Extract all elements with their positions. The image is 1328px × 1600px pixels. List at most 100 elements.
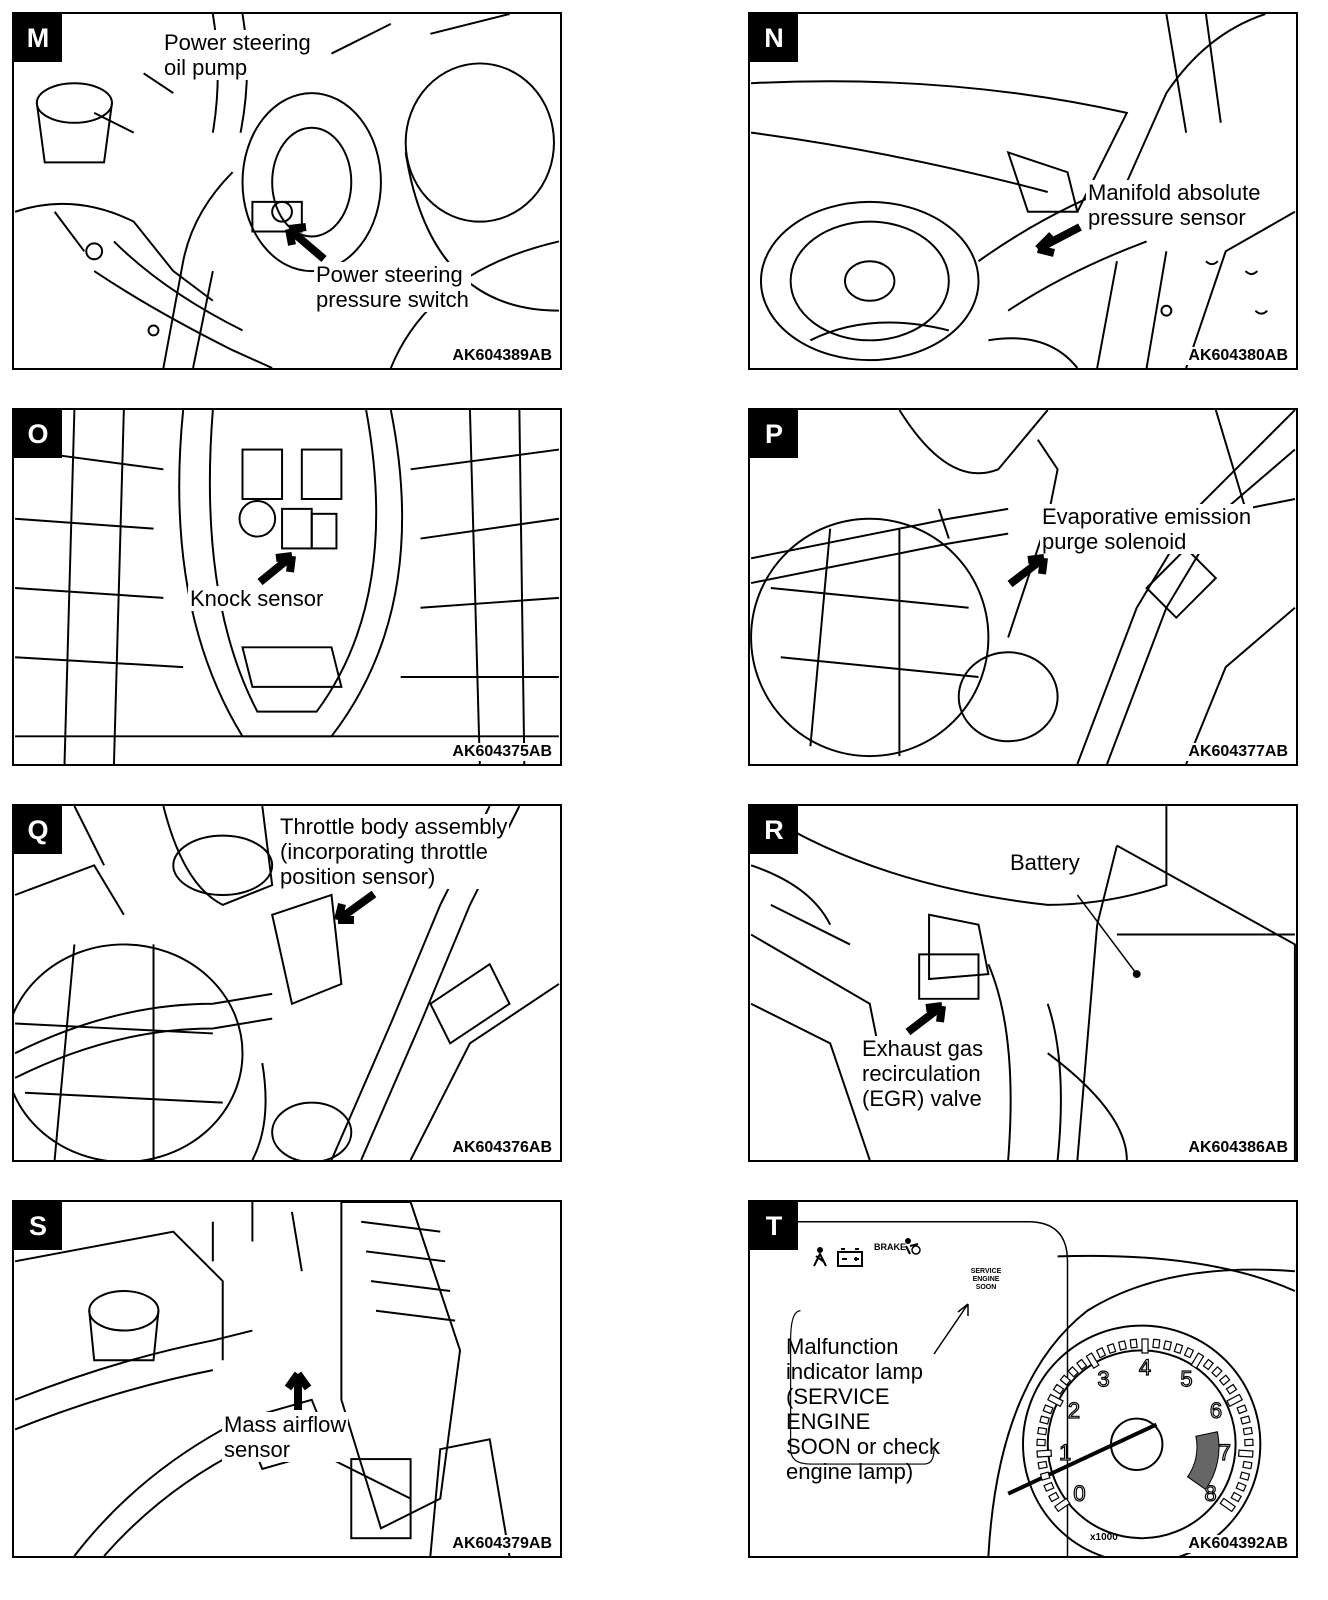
gauge-tick	[1239, 1471, 1251, 1481]
pointer-arrow-icon	[1007, 554, 1048, 588]
gauge-tick	[1052, 1383, 1065, 1395]
callout-line: Malfunction	[786, 1334, 899, 1359]
callout-power-steering-pressure-switch: Power steering pressure switch	[314, 262, 471, 312]
callout-line: Power steering	[316, 262, 463, 287]
callout-line: sensor	[224, 1437, 291, 1462]
panel-o: O Knock sensor AK604375AB	[12, 408, 562, 766]
panel-letter: P	[750, 410, 798, 458]
gauge-tick	[1129, 1338, 1138, 1349]
gauge-tick	[1173, 1343, 1184, 1355]
gauge-number: 3	[1097, 1367, 1109, 1392]
callout-knock-sensor: Knock sensor	[188, 586, 326, 611]
gauge-tick	[1043, 1481, 1055, 1492]
callout-line: (incorporating throttle	[280, 839, 488, 864]
callout-line: Exhaust gas	[862, 1036, 984, 1061]
callout-line: Mass airflow	[224, 1412, 347, 1437]
panel-letter: O	[14, 410, 62, 458]
gauge-tick	[1236, 1404, 1248, 1415]
panel-letter: S	[14, 1202, 62, 1250]
gauge-tick	[1067, 1366, 1079, 1378]
panel-n: N Manifold absolute pressure sensor AK60…	[748, 12, 1298, 370]
panel-letter: R	[750, 806, 798, 854]
callout-egr-valve: Exhaust gas recirculation (EGR) valve	[860, 1036, 986, 1111]
gauge-tick	[1037, 1426, 1048, 1436]
panel-s: S Mass airflow sensor AK604379AB	[12, 1200, 562, 1558]
gauge-tick	[1106, 1343, 1117, 1355]
callout-power-steering-oil-pump: Power steering oil pump	[162, 30, 313, 80]
panel-letter: T	[750, 1202, 798, 1250]
gauge-tick	[1235, 1481, 1247, 1492]
gauge-redline-zone	[1186, 1431, 1220, 1491]
leader-line	[933, 1303, 969, 1355]
gauge-tick	[1218, 1374, 1231, 1386]
figure-code: AK604375AB	[450, 743, 554, 761]
callout-throttle-body: Throttle body assembly (incorporating th…	[278, 814, 510, 889]
gauge-tick	[1095, 1347, 1107, 1359]
callout-line: Evaporative emission	[1042, 504, 1252, 529]
brake-indicator: BRAKE	[874, 1242, 907, 1252]
gauge-number: 0	[1073, 1481, 1085, 1506]
pointer-arrow-icon	[284, 1371, 312, 1410]
callout-line: purge solenoid	[1042, 529, 1187, 554]
indicator-icons	[813, 1247, 863, 1267]
callout-map-sensor: Manifold absolute pressure sensor	[1086, 180, 1263, 230]
callout-line: indicator lamp	[786, 1359, 923, 1384]
gauge-tick	[1059, 1374, 1072, 1386]
panel-m: M Power steering oil pump Power steering…	[12, 12, 562, 370]
gauge-tick	[1047, 1393, 1064, 1408]
gauge-tick	[1085, 1352, 1100, 1370]
gauge-tick	[1053, 1497, 1071, 1513]
gauge-tick	[1219, 1497, 1237, 1513]
figure-code: AK604392AB	[1186, 1535, 1290, 1553]
callout-mass-airflow-sensor: Mass airflow sensor	[222, 1412, 349, 1462]
gauge-tick	[1039, 1415, 1050, 1425]
gauge-tick	[1237, 1449, 1254, 1458]
callout-line: Power steering	[164, 30, 311, 55]
gauge-tick	[1048, 1491, 1060, 1503]
gauge-tick	[1141, 1338, 1149, 1354]
panel-r: R Battery Exhaust gas recirculation (EGR…	[748, 804, 1298, 1162]
callout-line: pressure switch	[316, 287, 469, 312]
panel-t: T BRAKE SERVICE ENGINE SOON Malfunction …	[748, 1200, 1298, 1558]
gauge-tick	[1202, 1358, 1214, 1371]
callout-line: SOON or check	[786, 1434, 941, 1459]
pointer-arrow-icon	[257, 552, 296, 586]
gauge-number: 7	[1219, 1440, 1231, 1465]
pointer-arrow-icon	[1035, 223, 1082, 257]
callout-line: position sensor)	[280, 864, 436, 889]
gauge-tick	[1183, 1347, 1195, 1359]
panel-p: P Evaporative emission purge solenoid AK…	[748, 408, 1298, 766]
pointer-arrow-icon	[285, 223, 327, 263]
panel-q: Q Throttle body assembly (incorporating …	[12, 804, 562, 1162]
gauge-number: 2	[1068, 1398, 1080, 1423]
gauge-tick	[1226, 1393, 1243, 1408]
gauge-tick	[1244, 1438, 1254, 1447]
gauge-number: 1	[1059, 1440, 1071, 1465]
pointer-arrow-icon	[334, 890, 377, 924]
callout-line: (EGR) valve	[862, 1086, 982, 1111]
callout-evaporative-purge-solenoid: Evaporative emission purge solenoid	[1040, 504, 1254, 554]
gauge-tick	[1036, 1449, 1053, 1458]
gauge-tick	[1037, 1460, 1048, 1470]
gauge-tick	[1211, 1366, 1223, 1378]
gauge-tick	[1190, 1352, 1205, 1370]
panel-letter: M	[14, 14, 62, 62]
figure-code: AK604379AB	[450, 1535, 554, 1553]
gauge-tick	[1042, 1404, 1054, 1415]
gauge-tick	[1076, 1358, 1088, 1371]
callout-line: (SERVICE	[786, 1384, 890, 1409]
gauge-tick	[1117, 1340, 1128, 1351]
callout-line: pressure sensor	[1088, 205, 1246, 230]
callout-line: Throttle body assembly	[280, 814, 508, 839]
callout-line: Knock sensor	[190, 586, 324, 611]
gauge-tick	[1242, 1426, 1253, 1436]
service-engine-soon-lamp: SERVICE ENGINE SOON	[970, 1268, 1002, 1291]
gauge-tick	[1230, 1491, 1242, 1503]
gauge-tick	[1225, 1383, 1238, 1395]
callout-battery: Battery	[1008, 850, 1082, 875]
egr-valve-illustration	[750, 806, 1296, 1160]
pointer-arrow-icon	[905, 1002, 946, 1036]
callout-line: oil pump	[164, 55, 248, 80]
callout-line: ENGINE	[786, 1409, 871, 1434]
